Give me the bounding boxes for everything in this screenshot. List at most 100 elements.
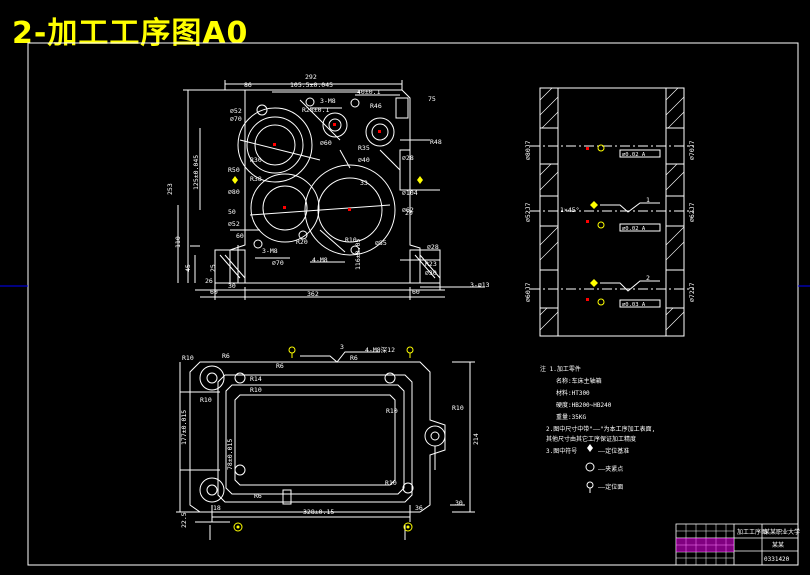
bottom-label-top: 4-M8深12 xyxy=(365,345,395,354)
bottom-w-328: 328±0.15 xyxy=(303,508,334,516)
notes-line-0: 名称:车床主轴箱 xyxy=(556,377,602,385)
notes-symbol-icons xyxy=(585,444,595,493)
dim-bottom-left: 60 xyxy=(210,288,218,296)
notes-line-5: 其他尺寸由其它工序保证加工精度 xyxy=(546,435,636,443)
bottom-r10-b: R10 xyxy=(250,386,262,394)
dim-height-lower: 110 xyxy=(174,236,182,248)
bottom-r6-b: R6 xyxy=(276,362,284,370)
dim-height-mid: 125±0.045 xyxy=(192,155,200,190)
dim-33: 33 xyxy=(360,179,368,187)
bore-d30 xyxy=(322,112,348,138)
dim-d104: ∅104 xyxy=(402,189,418,197)
bottom-r10-e: R10 xyxy=(452,404,464,412)
side-dim-d3: ∅70J7 xyxy=(688,140,696,160)
side-dim-d6: ∅60J7 xyxy=(524,282,532,302)
dim-r48: R48 xyxy=(430,138,442,146)
bottom-outline xyxy=(189,361,446,513)
dim-r23: R23 xyxy=(425,260,437,268)
dim-r28: R28±0.1 xyxy=(302,106,329,114)
dim-d70: ∅70 xyxy=(230,115,242,123)
bottom-w-18: 18 xyxy=(213,504,221,512)
technical-notes: 注 1.加工零件 名称:车床主轴箱 材料:HT300 硬度:HB200~HB24… xyxy=(540,365,655,491)
title-block-text: 加工工序图 某某职业大学 某某 0331420 xyxy=(737,528,800,563)
side-dim-d5: ∅72J7 xyxy=(688,282,696,302)
dim-d28b: ∅28 xyxy=(427,243,439,251)
notes-line-3: 重量:35KG xyxy=(556,413,586,421)
dim-hole-label: 3-M8 xyxy=(320,97,336,105)
dim-side-right: 3-∅13 xyxy=(470,281,490,289)
section-hatch xyxy=(539,87,685,331)
notes-line-2: 硬度:HB200~HB240 xyxy=(556,401,612,409)
dim-top-center: 105.5±0.045 xyxy=(290,81,333,89)
side-dim-d1: ∅80J7 xyxy=(524,140,532,160)
dim-d52b: ∅52 xyxy=(228,220,240,228)
dim-height-base: 45 xyxy=(184,264,192,272)
side-num-2: 2 xyxy=(646,274,650,282)
title-block-drawer: 某某 xyxy=(772,542,784,549)
bottom-h-214: 214 xyxy=(472,433,480,445)
bottom-r10-f: R10 xyxy=(385,479,397,487)
dim-r30: R30 xyxy=(250,156,262,164)
base-foot-left xyxy=(214,249,246,284)
notes-line-4: 2.图中尺寸中带"——"为本工序加工表面, xyxy=(546,425,655,433)
bottom-r10-a: R10 xyxy=(182,354,194,362)
bottom-r6-d: R6 xyxy=(350,354,358,362)
side-dim-chamfer: 1×45° xyxy=(560,206,580,214)
dim-d80: ∅80 xyxy=(228,188,240,196)
dim-d52: ∅52 xyxy=(230,107,242,115)
dim-3m8: 3-M8 xyxy=(262,247,278,255)
dim-26: 26 xyxy=(205,277,213,285)
title-block xyxy=(675,523,799,566)
side-dim-d2: ∅52J7 xyxy=(524,202,532,222)
bottom-h-22: 22.5 xyxy=(180,512,188,528)
notes-line-6: 3.图中符号 xyxy=(546,447,577,455)
notes-symbol-2: ——定位面 xyxy=(598,483,623,491)
dim-r60: 60 xyxy=(236,232,244,240)
dim-r46: R46 xyxy=(370,102,382,110)
dim-116: 116±0.05 xyxy=(354,239,362,270)
clamp-symbol-icon xyxy=(585,462,595,472)
dim-height-total: 253 xyxy=(166,183,174,195)
title-block-school: 某某职业大学 xyxy=(764,528,800,536)
locate-symbol-icon xyxy=(586,481,594,489)
dim-d40: ∅40 xyxy=(358,156,370,164)
bore-d70 xyxy=(237,107,313,183)
bottom-num-3: 3 xyxy=(340,343,344,351)
title-block-number: 0331420 xyxy=(764,556,790,563)
bottom-boss-bl xyxy=(199,477,225,503)
bottom-w-36: 36 xyxy=(415,504,423,512)
dim-75: 75 xyxy=(428,95,436,103)
datum-symbol-icon xyxy=(587,444,593,452)
bore-d40 xyxy=(365,117,395,147)
side-view-datums xyxy=(590,144,605,306)
side-fit-1: ∅0.02 A xyxy=(622,152,646,158)
bottom-r14: R14 xyxy=(250,375,262,383)
dim-top-right: 40±0.1 xyxy=(357,88,381,96)
bottom-view-dims: 4-M8深12 3 R10 R6 R6 R14 R10 R10 R10 R10 … xyxy=(180,343,480,528)
dim-d50: 50 xyxy=(228,208,236,216)
center-marks xyxy=(273,123,589,301)
dim-20: 20 xyxy=(405,209,413,217)
dim-bottom-total: 362 xyxy=(307,290,319,298)
dim-4m8: 4-M8 xyxy=(312,256,328,264)
bottom-r6-c: R6 xyxy=(254,492,262,500)
dim-d30: ∅30 xyxy=(425,269,437,277)
datum-marks-front xyxy=(232,176,423,184)
bottom-boss-tl xyxy=(199,365,225,391)
bottom-view xyxy=(176,351,475,540)
notes-symbol-1: ——夹紧点 xyxy=(598,465,623,473)
side-fit-2: ∅0.02 A xyxy=(622,226,646,232)
dim-top-86: 86 xyxy=(244,81,252,89)
bore-d104 xyxy=(304,164,396,256)
side-view xyxy=(530,87,694,337)
side-fit-3: ∅0.03 A xyxy=(622,302,646,308)
dim-r38: R38 xyxy=(250,175,262,183)
side-dim-d4: ∅62J7 xyxy=(688,202,696,222)
dim-bottom-30: 30 xyxy=(228,282,236,290)
bottom-r10-c: R10 xyxy=(200,396,212,404)
title-block-name: 加工工序图 xyxy=(737,528,767,536)
dim-bottom-right: 60 xyxy=(412,288,420,296)
bottom-view-datums xyxy=(233,346,414,532)
bottom-boss-r xyxy=(424,425,446,447)
dim-d28: ∅28 xyxy=(402,154,414,162)
